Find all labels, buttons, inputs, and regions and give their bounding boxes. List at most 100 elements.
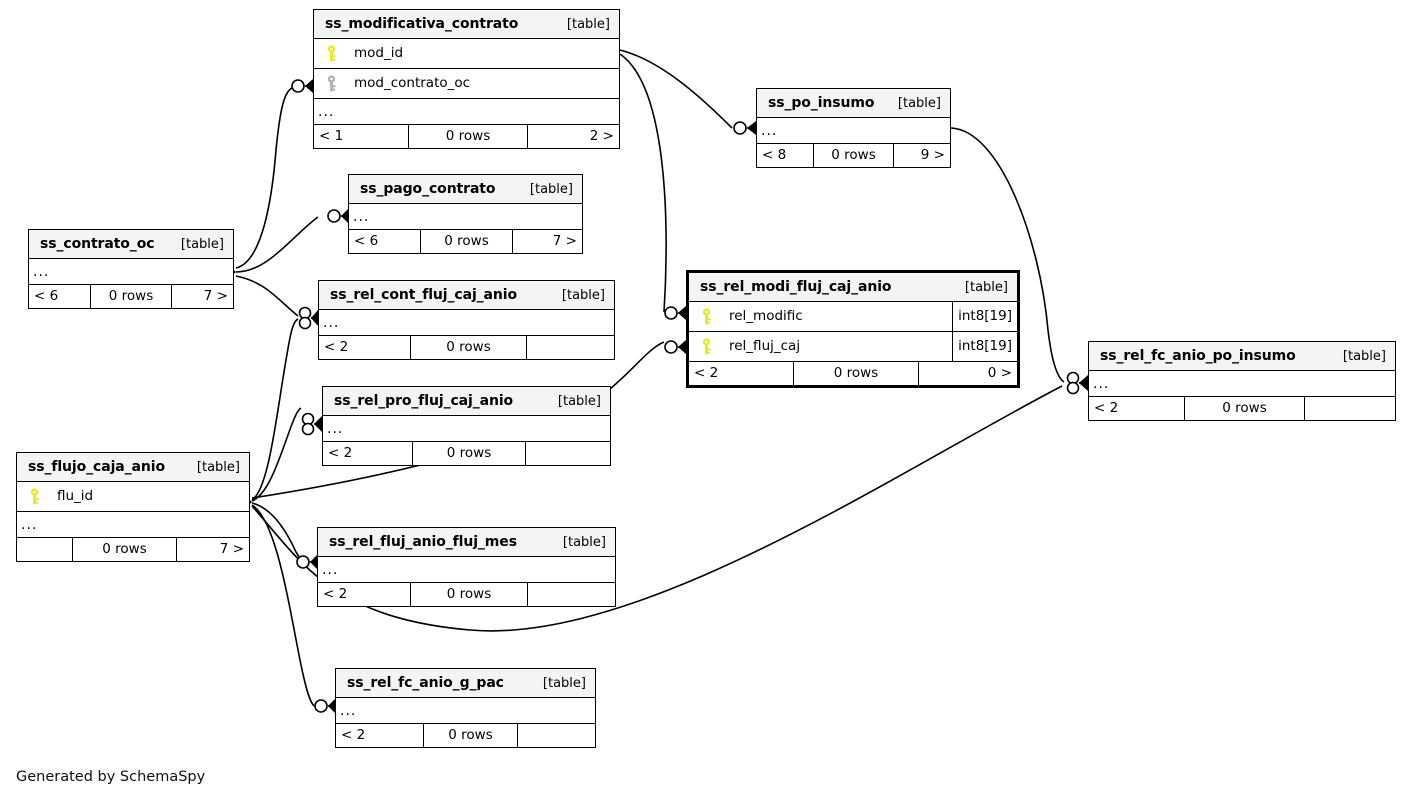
table-node-ss_flujo_caja_anio[interactable]: ss_flujo_caja_anio [table] flu_id...0 rows… bbox=[16, 452, 250, 562]
table-more-columns-ellipsis[interactable]: ... bbox=[318, 557, 615, 583]
table-type-tag: [table] bbox=[180, 236, 224, 252]
table-more-columns-ellipsis[interactable]: ... bbox=[336, 698, 595, 724]
table-title-ss_rel_fc_anio_po_insumo: ss_rel_fc_anio_po_insumo [table] bbox=[1089, 342, 1395, 371]
table-name-label: ss_pago_contrato bbox=[360, 181, 496, 197]
table-type-tag: [table] bbox=[196, 459, 240, 475]
table-name-label: ss_rel_fc_anio_po_insumo bbox=[1100, 348, 1296, 364]
footer-parents-count[interactable]: < 6 bbox=[29, 285, 91, 308]
table-name-label: ss_rel_fc_anio_g_pac bbox=[347, 675, 504, 691]
table-title-ss_modificativa_contrato: ss_modificativa_contrato[table] bbox=[314, 10, 619, 39]
table-more-columns-ellipsis[interactable]: ... bbox=[17, 512, 249, 538]
footer-parents-count[interactable]: < 2 bbox=[318, 583, 411, 606]
edge-contrato-oc-to-rel-cont bbox=[235, 275, 299, 317]
table-title-ss_rel_modi_fluj_caj_anio: ss_rel_modi_fluj_caj_anio[table] bbox=[689, 273, 1017, 302]
footer-children-count[interactable]: 0 > bbox=[987, 364, 1012, 381]
table-title-ss_pago_contrato: ss_pago_contrato [table] bbox=[349, 175, 582, 204]
footer-row-count: 0 rows bbox=[1185, 397, 1305, 420]
footer-parents-count[interactable]: < 2 bbox=[336, 724, 424, 747]
footer-children-count[interactable]: 7 > bbox=[203, 287, 228, 304]
table-more-columns-ellipsis[interactable]: ... bbox=[29, 259, 233, 285]
footer-children-count[interactable]: 2 > bbox=[589, 127, 614, 144]
table-type-tag: [table] bbox=[542, 675, 586, 691]
table-type-tag: [table] bbox=[964, 279, 1008, 295]
footer-parents-count[interactable]: < 2 bbox=[323, 442, 413, 465]
footer-parents-count[interactable]: < 6 bbox=[349, 230, 421, 253]
table-type-tag: [table] bbox=[566, 16, 610, 32]
table-title-ss_rel_cont_fluj_caj_anio: ss_rel_cont_fluj_caj_anio[table] bbox=[319, 281, 614, 310]
edge-modificativa-to-rel-modi bbox=[619, 53, 667, 313]
table-more-columns-ellipsis[interactable]: ... bbox=[319, 310, 614, 336]
table-title-ss_rel_fluj_anio_fluj_mes: ss_rel_fluj_anio_fluj_mes[table] bbox=[318, 528, 615, 557]
primary-key-icon bbox=[689, 307, 723, 326]
table-node-ss_rel_modi_fluj_caj_anio[interactable]: ss_rel_modi_fluj_caj_anio[table]rel_modi… bbox=[686, 270, 1020, 388]
table-type-tag: [table] bbox=[562, 534, 606, 550]
edge-flujo-to-rel-fluj-mes bbox=[251, 502, 303, 563]
table-name-label: ss_po_insumo bbox=[768, 95, 875, 111]
footer-children-count[interactable] bbox=[526, 442, 610, 465]
footer-children-count[interactable] bbox=[518, 724, 595, 747]
column-type-label: int8[19] bbox=[952, 302, 1017, 331]
footer-parents-count[interactable] bbox=[17, 538, 73, 561]
footer-children-count[interactable]: 9 > bbox=[920, 146, 945, 163]
table-type-tag: [table] bbox=[1342, 348, 1386, 364]
edge-contrato-oc-to-pago-contrato bbox=[235, 216, 319, 273]
table-column-row[interactable]: mod_id bbox=[314, 39, 619, 69]
table-title-ss_po_insumo: ss_po_insumo [table] bbox=[757, 89, 950, 118]
table-title-ss_flujo_caja_anio: ss_flujo_caja_anio [table] bbox=[17, 453, 249, 482]
footer-row-count: 0 rows bbox=[91, 285, 172, 308]
primary-key-icon bbox=[689, 337, 723, 356]
table-type-tag: [table] bbox=[529, 181, 573, 197]
table-column-row[interactable]: flu_id bbox=[17, 482, 249, 512]
column-name-label: rel_modific bbox=[729, 309, 803, 324]
table-type-tag: [table] bbox=[561, 287, 605, 303]
footer-row-count: 0 rows bbox=[421, 230, 513, 253]
column-name-label: rel_fluj_caj bbox=[729, 339, 801, 354]
footer-children-count[interactable]: 7 > bbox=[552, 232, 577, 249]
footer-children-count[interactable] bbox=[528, 583, 615, 606]
table-more-columns-ellipsis[interactable]: ... bbox=[349, 204, 582, 230]
footer-children-count[interactable] bbox=[1305, 397, 1395, 420]
table-more-columns-ellipsis[interactable]: ... bbox=[323, 416, 610, 442]
table-column-row[interactable]: rel_modific int8[19] bbox=[689, 302, 1017, 332]
table-column-row[interactable]: mod_contrato_oc bbox=[314, 69, 619, 99]
edge-contrato-oc-to-modificativa bbox=[235, 87, 293, 269]
table-more-columns-ellipsis[interactable]: ... bbox=[757, 118, 950, 144]
table-title-ss_rel_pro_fluj_caj_anio: ss_rel_pro_fluj_caj_anio[table] bbox=[323, 387, 610, 416]
footer-row-count: 0 rows bbox=[814, 144, 894, 167]
footer-row-count: 0 rows bbox=[794, 362, 919, 385]
primary-key-icon bbox=[314, 44, 348, 63]
footer-parents-count[interactable]: < 2 bbox=[689, 362, 794, 385]
table-type-tag: [table] bbox=[897, 95, 941, 111]
edge-modificativa-to-po-insumo bbox=[619, 49, 733, 129]
table-footer-ss_flujo_caja_anio: 0 rows 7 > bbox=[17, 538, 249, 561]
footer-children-count[interactable] bbox=[527, 336, 614, 359]
table-more-columns-ellipsis[interactable]: ... bbox=[1089, 371, 1395, 397]
footer-parents-count[interactable]: < 1 bbox=[314, 125, 409, 148]
footer-parents-count[interactable]: < 2 bbox=[1089, 397, 1185, 420]
table-name-label: ss_flujo_caja_anio bbox=[28, 459, 165, 475]
schemaspy-credit: Generated by SchemaSpy bbox=[16, 769, 206, 785]
footer-row-count: 0 rows bbox=[73, 538, 177, 561]
table-name-label: ss_contrato_oc bbox=[40, 236, 155, 252]
footer-row-count: 0 rows bbox=[413, 442, 526, 465]
footer-parents-count[interactable]: < 8 bbox=[757, 144, 814, 167]
footer-parents-count[interactable]: < 2 bbox=[319, 336, 411, 359]
column-name-label: mod_id bbox=[354, 46, 404, 61]
footer-row-count: 0 rows bbox=[424, 724, 518, 747]
footer-children-count[interactable]: 7 > bbox=[219, 540, 244, 557]
table-more-columns-ellipsis[interactable]: ... bbox=[314, 99, 619, 125]
footer-row-count: 0 rows bbox=[411, 336, 527, 359]
